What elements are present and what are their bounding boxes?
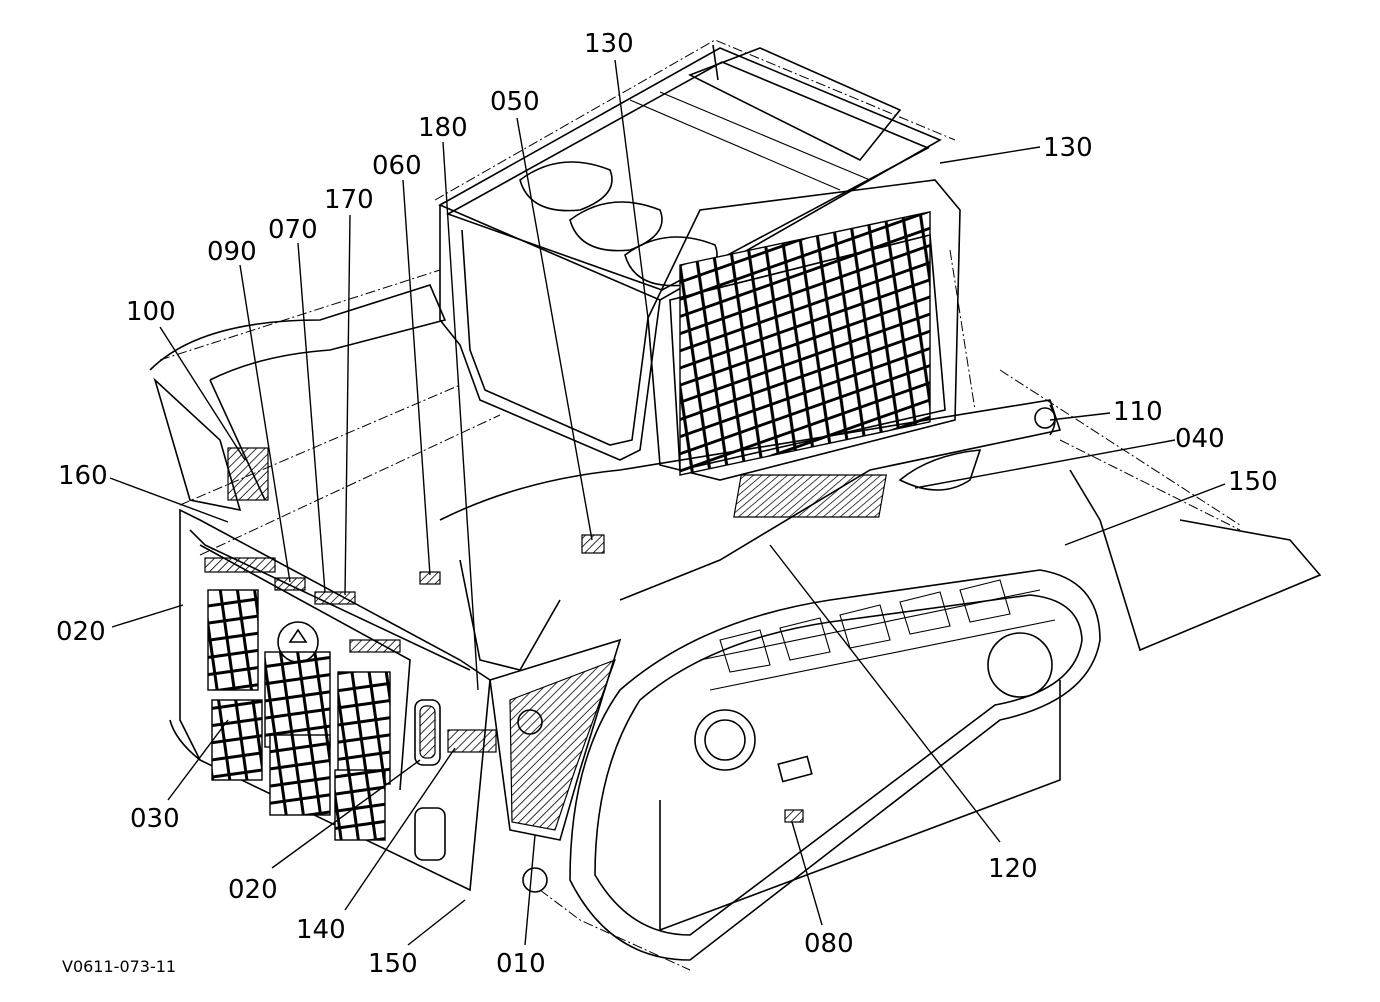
callout-050: 050 xyxy=(490,87,540,117)
rear-grille-lower-mid xyxy=(269,734,331,816)
rear-grille-mid xyxy=(264,651,331,748)
callout-090: 090 xyxy=(207,237,257,267)
rear-grille-upper-left xyxy=(207,589,259,691)
callout-120: 120 xyxy=(988,854,1038,884)
side-panel xyxy=(489,638,622,893)
arm-decal-040 xyxy=(733,474,887,518)
callout-labels: 130 130 050 180 060 170 070 090 100 110 … xyxy=(56,29,1278,979)
callout-150-bottom: 150 xyxy=(368,949,418,979)
callout-030: 030 xyxy=(130,804,180,834)
engine-hood xyxy=(169,508,497,892)
bucket xyxy=(1059,439,1322,652)
callout-010: 010 xyxy=(496,949,546,979)
rear-grille-right xyxy=(337,671,391,785)
loader-arms xyxy=(149,284,1062,671)
rear-grille-lower-right xyxy=(334,769,386,841)
track-lugs xyxy=(719,579,1011,673)
callout-130-top: 130 xyxy=(584,29,634,59)
callout-020-left: 020 xyxy=(56,617,106,647)
callout-080: 080 xyxy=(804,929,854,959)
callout-160: 160 xyxy=(58,461,108,491)
side-hatch-panel xyxy=(509,658,617,831)
rear-grille-lower-left xyxy=(211,699,263,781)
callout-130-right: 130 xyxy=(1043,133,1093,163)
callout-180: 180 xyxy=(418,113,468,143)
callout-040: 040 xyxy=(1175,424,1225,454)
callout-170: 170 xyxy=(324,185,374,215)
cab-roof xyxy=(434,39,956,301)
cab-body xyxy=(439,179,961,481)
leader-lines xyxy=(109,59,1226,946)
callout-110: 110 xyxy=(1113,397,1163,427)
panel-hatch-160 xyxy=(227,447,269,501)
callout-070: 070 xyxy=(268,215,318,245)
callout-020-bottom: 020 xyxy=(228,875,278,905)
track-assembly xyxy=(569,404,1101,961)
callout-140: 140 xyxy=(296,915,346,945)
callout-150-right: 150 xyxy=(1228,467,1278,497)
decal-050 xyxy=(581,534,605,554)
cab-front-guard xyxy=(679,211,931,476)
callout-100: 100 xyxy=(126,297,176,327)
callout-060: 060 xyxy=(372,151,422,181)
rear-decal-140 xyxy=(447,729,497,753)
drawing-reference-code: V0611-073-11 xyxy=(62,957,176,976)
track-decal-080 xyxy=(784,809,804,823)
machine-drawing xyxy=(149,39,1322,971)
